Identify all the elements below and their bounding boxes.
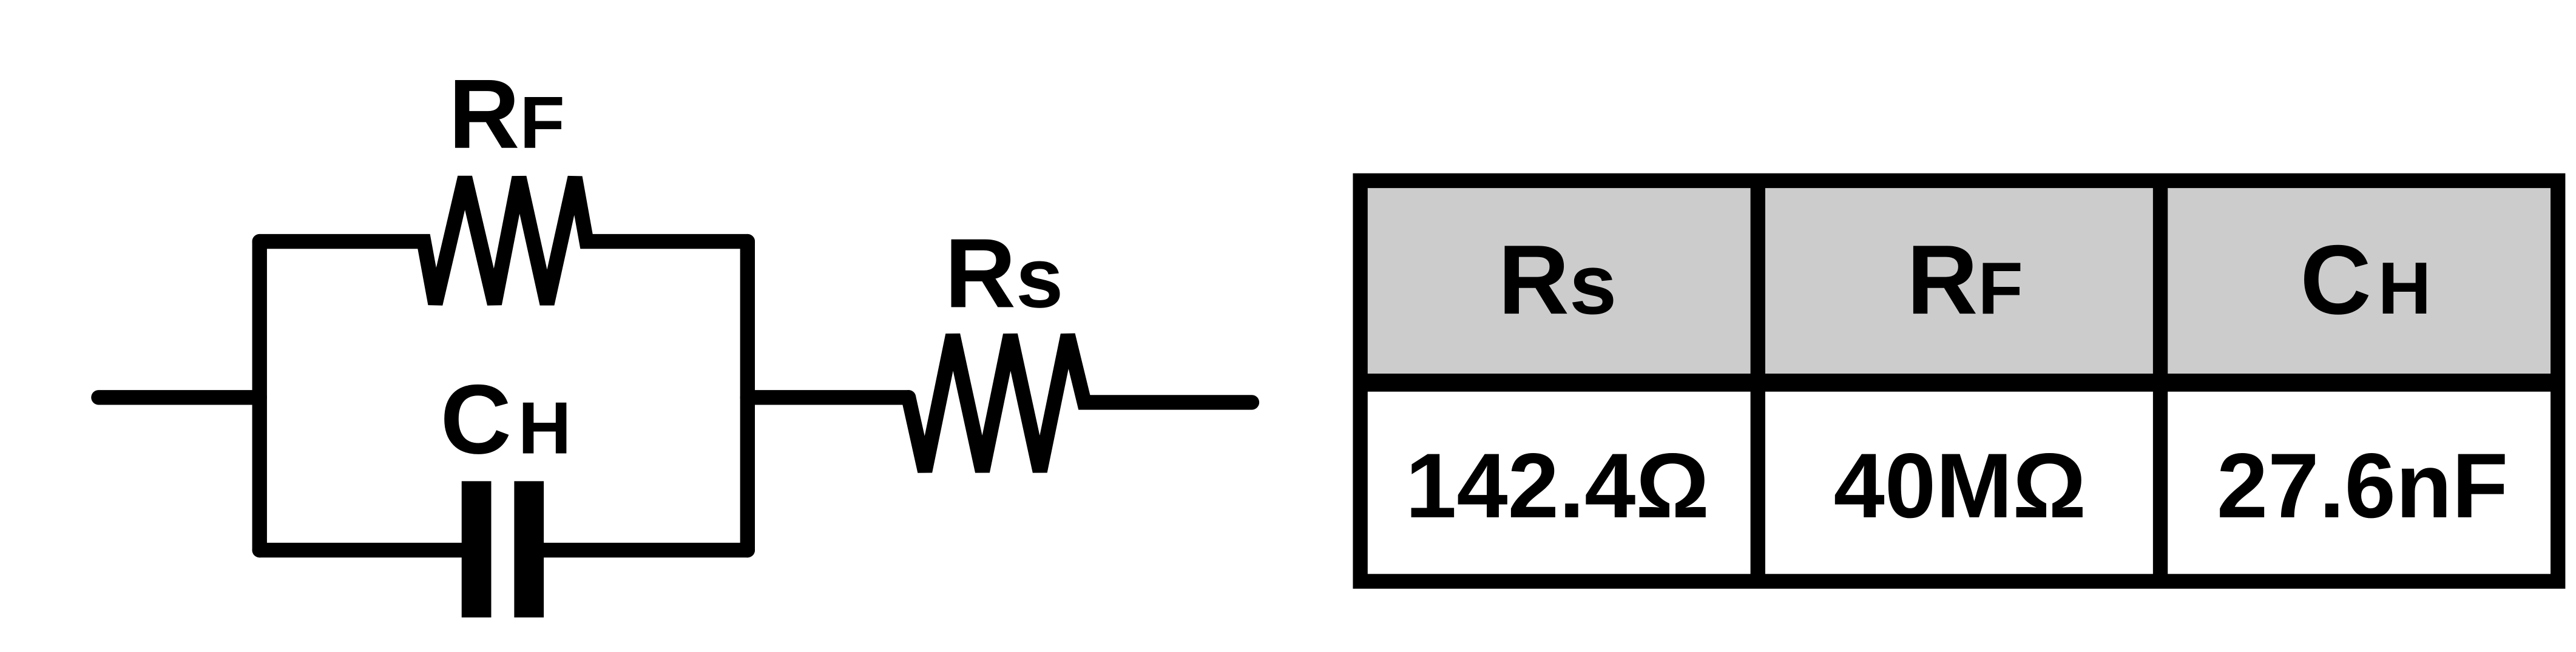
rs-circuit-label: Rs [945,218,1064,328]
header-cell-rs: Rs [1498,225,1617,335]
header-cell-rf: RF [1907,225,2023,335]
table-value-row [1355,382,2563,586]
value-cell-ch: 27.6nF [2217,435,2508,537]
table-header-row [1355,175,2563,383]
value-cell-rf: 40MΩ [1834,435,2086,537]
rf-resistor [252,175,755,306]
rf-circuit-label: RF [448,59,565,169]
rs-resistor [901,333,1260,473]
circuit-diagram [91,175,1260,558]
value-cell-rs: 142.4Ω [1405,435,1709,537]
ch-capacitor-icon [461,481,544,618]
